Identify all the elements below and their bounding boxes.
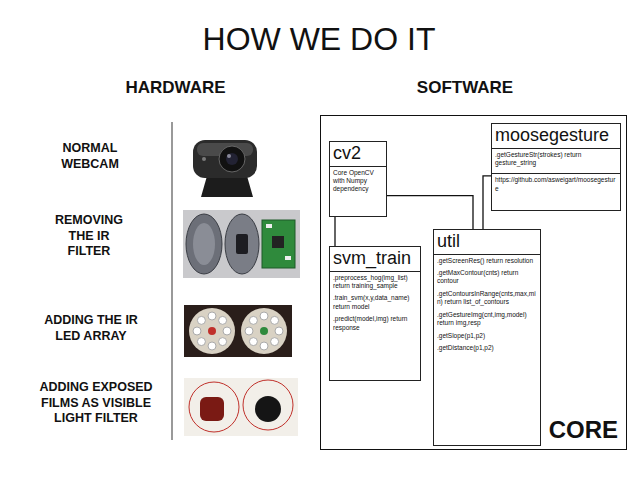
circuit-board <box>262 220 295 268</box>
ir-led <box>275 327 283 335</box>
method-text: .getContoursInRange(cnts,max,min) return… <box>434 288 540 309</box>
step-label: ADDING EXPOSED FILMS AS VISIBLE LIGHT FI… <box>28 380 164 427</box>
page-title: HOW WE DO IT <box>0 22 638 57</box>
method-text: .getSlope(p1,p2) <box>434 330 540 342</box>
sensor-chip <box>272 236 284 248</box>
module-name: svm_train <box>330 247 420 272</box>
photo-ground <box>184 378 298 436</box>
photo-ground <box>184 305 292 357</box>
ir-led <box>249 338 257 346</box>
led-board <box>189 308 235 354</box>
module-box: util.getScreenRes() return resolution.ge… <box>433 229 541 446</box>
module-name: util <box>434 230 540 255</box>
ir-led <box>193 327 201 335</box>
module-box: moosegesture.getGestureStr(strokes) retu… <box>491 123 621 211</box>
module-name: moosegesture <box>492 124 620 149</box>
webcam-led <box>202 157 206 161</box>
component <box>285 256 291 260</box>
ir-led <box>260 312 268 320</box>
board-center <box>260 327 268 335</box>
exposed-film <box>200 397 224 421</box>
method-text: .getMaxContour(cnts) return contour <box>434 267 540 288</box>
dependency-line <box>334 217 335 246</box>
section-heading: HARDWARE <box>113 77 238 98</box>
module-box: cv2Core OpenCV with Numpy dependency <box>329 141 387 217</box>
method-text: .getGestureImg(cnt,img,model) return img… <box>434 309 540 330</box>
film-filter-photo <box>184 378 298 436</box>
method-text: https://github.com/asweigart/moosegestur… <box>492 173 620 195</box>
step-label: REMOVING THE IR FILTER <box>48 213 130 260</box>
webcam-body <box>193 140 257 178</box>
film-outline <box>189 382 239 432</box>
lens-mount <box>236 234 248 254</box>
camera-shell <box>186 214 222 274</box>
ir-led <box>197 316 205 324</box>
ir-led-array-photo <box>184 305 292 357</box>
method-text: .train_svm(x,y,data_name) return model <box>330 292 420 313</box>
dependency-line <box>387 196 473 229</box>
webcam-lens-inner <box>226 153 238 165</box>
region-label: CORE <box>549 417 618 443</box>
method-text: .getScreenRes() return resolution <box>434 255 540 267</box>
lens-glint <box>227 154 231 158</box>
ir-led <box>219 338 227 346</box>
dependency-line <box>483 176 491 229</box>
step-label: ADDING THE IR LED ARRAY <box>42 313 140 344</box>
board-center <box>208 327 216 335</box>
module-box: svm_train.preprocess_hog(img_list) retur… <box>329 246 421 381</box>
led-board <box>241 308 287 354</box>
ir-filter-photo <box>183 210 300 278</box>
method-text: .predict(model,img) return response <box>330 313 420 334</box>
ir-led <box>245 327 253 335</box>
component <box>266 224 272 228</box>
method-text: .getDistance(p1,p2) <box>434 342 540 354</box>
ir-led <box>271 316 279 324</box>
webcam-lens <box>219 146 245 172</box>
divider-line <box>171 122 172 440</box>
ir-led <box>223 327 231 335</box>
ir-led <box>208 342 216 350</box>
exposed-film <box>255 396 281 422</box>
ir-led <box>208 312 216 320</box>
webcam-stand <box>201 176 253 197</box>
ir-led <box>260 342 268 350</box>
step-label: NORMAL WEBCAM <box>45 141 135 172</box>
ir-led <box>271 338 279 346</box>
camera-shell <box>225 214 259 274</box>
shell-inside <box>193 223 215 265</box>
method-text: Core OpenCV with Numpy dependency <box>330 167 386 196</box>
method-text: .getGestureStr(strokes) return gesture_s… <box>492 149 620 170</box>
section-heading: SOFTWARE <box>400 77 530 98</box>
photo-ground <box>183 210 300 278</box>
ir-led <box>219 316 227 324</box>
method-text: .preprocess_hog(img_list) return trainin… <box>330 272 420 293</box>
film-outline <box>243 380 293 430</box>
module-name: cv2 <box>330 142 386 167</box>
ir-led <box>249 316 257 324</box>
ir-led <box>197 338 205 346</box>
core-region: CORE cv2Core OpenCV with Numpy dependency… <box>320 115 627 450</box>
webcam-photo <box>193 140 257 197</box>
